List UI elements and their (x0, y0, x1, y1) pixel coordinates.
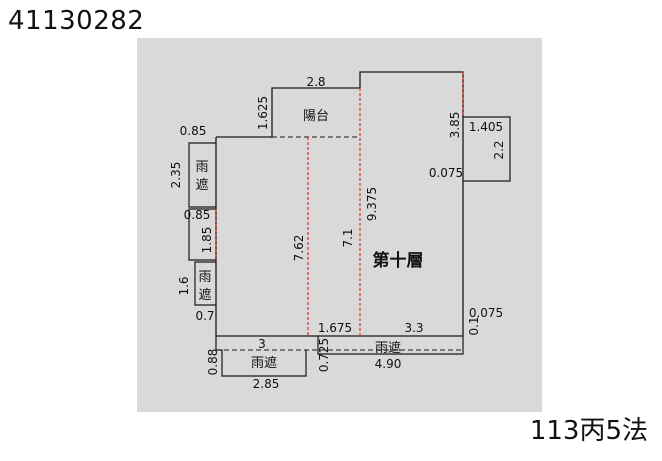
left-mid-box (188, 208, 216, 261)
rain-shelter-bottom-left: 雨遮 (251, 355, 277, 371)
dim-left-shelter-width: 0.85 (184, 208, 211, 222)
dim-bottom-shelter-left-width: 2.85 (253, 377, 280, 391)
dim-tall-height: 9.375 (365, 187, 379, 221)
left-top-shelter (188, 142, 216, 208)
bottom-left-shelter (215, 336, 307, 377)
dim-bottom-mid-depth: 0.725 (317, 338, 331, 372)
dim-bottom-right: 3.3 (404, 321, 423, 335)
dim-left-shelter-bottom-height: 1.6 (177, 276, 191, 295)
dim-right-box-height: 2.2 (492, 140, 506, 159)
dim-right-offset-bottom: 0.075 (469, 306, 503, 320)
case-code: 113丙5法 (529, 416, 648, 446)
dim-center-height: 7.1 (341, 228, 355, 247)
rain-shelter-top-char2: 遮 (195, 177, 208, 193)
dim-balcony-depth: 1.625 (256, 96, 270, 130)
dim-right-box-width: 1.405 (469, 120, 503, 134)
balcony-label: 陽台 (303, 109, 329, 124)
dim-bottom-shelter-left-height: 0.88 (206, 349, 220, 376)
right-box (463, 116, 511, 182)
rain-shelter-left-char2: 遮 (198, 287, 211, 303)
plan-panel (137, 38, 542, 412)
rain-shelter-bottom-right: 雨遮 (375, 340, 401, 356)
floor-label: 第十層 (373, 250, 424, 271)
dim-bottom-mid: 1.675 (318, 321, 352, 335)
dim-mid-height: 7.62 (292, 235, 306, 262)
dim-balcony-width: 2.8 (306, 75, 325, 89)
dim-left-step: 0.85 (180, 124, 207, 138)
dim-right-offset-top: 0.075 (429, 166, 463, 180)
floor-outline (215, 71, 464, 337)
dim-left-gap: 1.85 (200, 227, 214, 254)
left-bottom-shelter (194, 261, 216, 306)
bottom-right-shelter (317, 336, 464, 355)
dim-right-top: 3.85 (448, 112, 462, 139)
dim-bottom-shelter-right-width: 4.90 (375, 357, 402, 371)
dim-left-bottom-step: 0.7 (195, 309, 214, 323)
dim-bottom-left-width: 3 (258, 337, 266, 351)
rain-shelter-left-char1: 雨 (198, 270, 211, 285)
rain-shelter-top-char1: 雨 (195, 160, 208, 175)
dim-left-shelter-top-height: 2.35 (169, 162, 183, 189)
id-number: 41130282 (8, 6, 145, 36)
dim-right-bottom-small: 0.1 (467, 316, 481, 335)
